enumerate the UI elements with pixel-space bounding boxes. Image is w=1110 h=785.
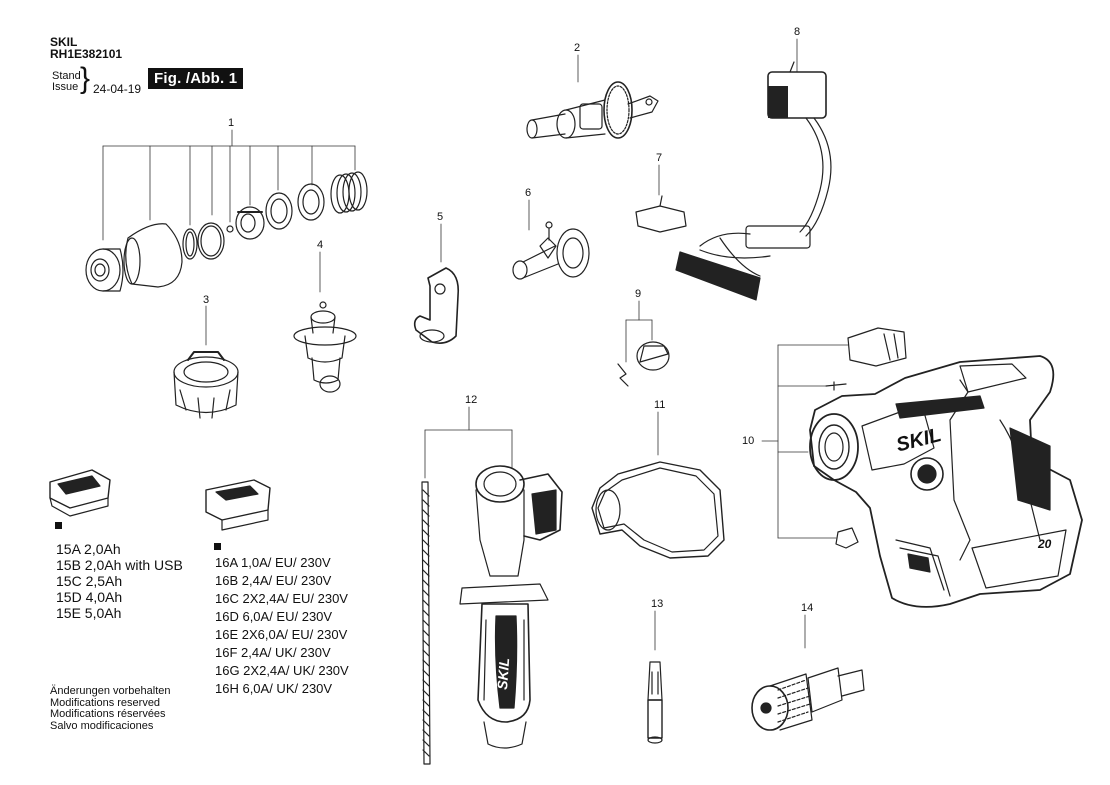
- figure-badge: Fig. /Abb. 1: [148, 68, 244, 89]
- part-5-bracket: [413, 267, 460, 344]
- charger-bullet: [214, 543, 221, 550]
- part-13-sds-adapter: [647, 661, 663, 744]
- tool-logo: SKIL: [894, 424, 944, 456]
- part-8-trigger-switch: [675, 61, 832, 301]
- stand-label: Stand: [52, 70, 81, 82]
- callout-5: 5: [437, 211, 443, 223]
- charger-item: 16D 6,0A/ EU/ 230V: [215, 609, 333, 624]
- note-fr: Modifications réservées: [50, 708, 166, 720]
- part-10-tool-body: SKIL 20: [809, 327, 1083, 608]
- callout-12: 12: [465, 394, 477, 406]
- part-4-spindle-assembly: [293, 301, 357, 393]
- charger-16: [205, 479, 271, 531]
- charger-item: 16E 2X6,0A/ EU/ 230V: [215, 627, 348, 642]
- callout-labels: 1 2 3 4 5 6 7 8 9 10 11 12 13 14: [203, 26, 813, 614]
- issue-date: 24-04-19: [93, 82, 142, 96]
- callout-2: 2: [574, 42, 580, 54]
- note-de: Änderungen vorbehalten: [50, 685, 171, 697]
- callout-13: 13: [651, 598, 663, 610]
- battery-item: 15B 2,0Ah with USB: [56, 557, 183, 573]
- charger-list: 16A 1,0A/ EU/ 230V 16B 2,4A/ EU/ 230V 16…: [215, 554, 349, 698]
- charger-item: 16C 2X2,4A/ EU/ 230V: [215, 591, 348, 606]
- part-2-gear-spindle: [526, 81, 659, 139]
- note-en: Modifications reserved: [50, 696, 161, 709]
- part-1-chuck-components: [85, 171, 368, 292]
- battery-bullet: [55, 522, 62, 529]
- voltage-badge: 20: [1037, 537, 1052, 551]
- callout-3: 3: [203, 294, 209, 306]
- callout-4: 4: [317, 239, 323, 251]
- battery-item: 15D 4,0Ah: [56, 589, 123, 605]
- charger-item: 16A 1,0A/ EU/ 230V: [215, 555, 331, 570]
- callout-14: 14: [801, 602, 813, 614]
- note-es: Salvo modificaciones: [50, 719, 154, 732]
- callout-10: 10: [742, 435, 754, 447]
- battery-pack-15: [49, 469, 111, 517]
- charger-item: 16F 2,4A/ UK/ 230V: [215, 645, 331, 660]
- charger-item: 16G 2X2,4A/ UK/ 230V: [215, 663, 349, 678]
- callout-6: 6: [525, 187, 531, 199]
- part-3-holder: [173, 351, 239, 419]
- issue-label: Issue: [52, 81, 79, 93]
- callout-8: 8: [794, 26, 800, 38]
- modification-notes: Änderungen vorbehalten Modifications res…: [50, 685, 171, 732]
- leader-lines: [102, 38, 849, 651]
- model-number: RH1E382101: [50, 47, 123, 61]
- part-11-gasket: [591, 461, 725, 559]
- battery-item: 15A 2,0Ah: [56, 541, 121, 557]
- part-14-chuck: [751, 667, 865, 731]
- part-9-knob: [617, 341, 670, 387]
- part-12-aux-handle: SKIL: [421, 465, 563, 765]
- callout-7: 7: [656, 152, 662, 164]
- battery-item: 15C 2,5Ah: [56, 573, 123, 589]
- battery-item: 15E 5,0Ah: [56, 605, 122, 621]
- part-6-crank: [512, 221, 590, 280]
- part-7-selector: [635, 195, 687, 233]
- callout-9: 9: [635, 288, 641, 300]
- handle-logo: SKIL: [494, 657, 512, 690]
- callout-11: 11: [654, 399, 665, 411]
- charger-item: 16H 6,0A/ UK/ 230V: [215, 681, 333, 696]
- battery-list: 15A 2,0Ah 15B 2,0Ah with USB 15C 2,5Ah 1…: [56, 541, 183, 621]
- callout-1: 1: [228, 117, 234, 129]
- brand-label: SKIL: [50, 35, 78, 49]
- brace-glyph: }: [80, 62, 91, 95]
- stand-issue-labels: Stand Issue: [52, 71, 81, 93]
- charger-item: 16B 2,4A/ EU/ 230V: [215, 573, 332, 588]
